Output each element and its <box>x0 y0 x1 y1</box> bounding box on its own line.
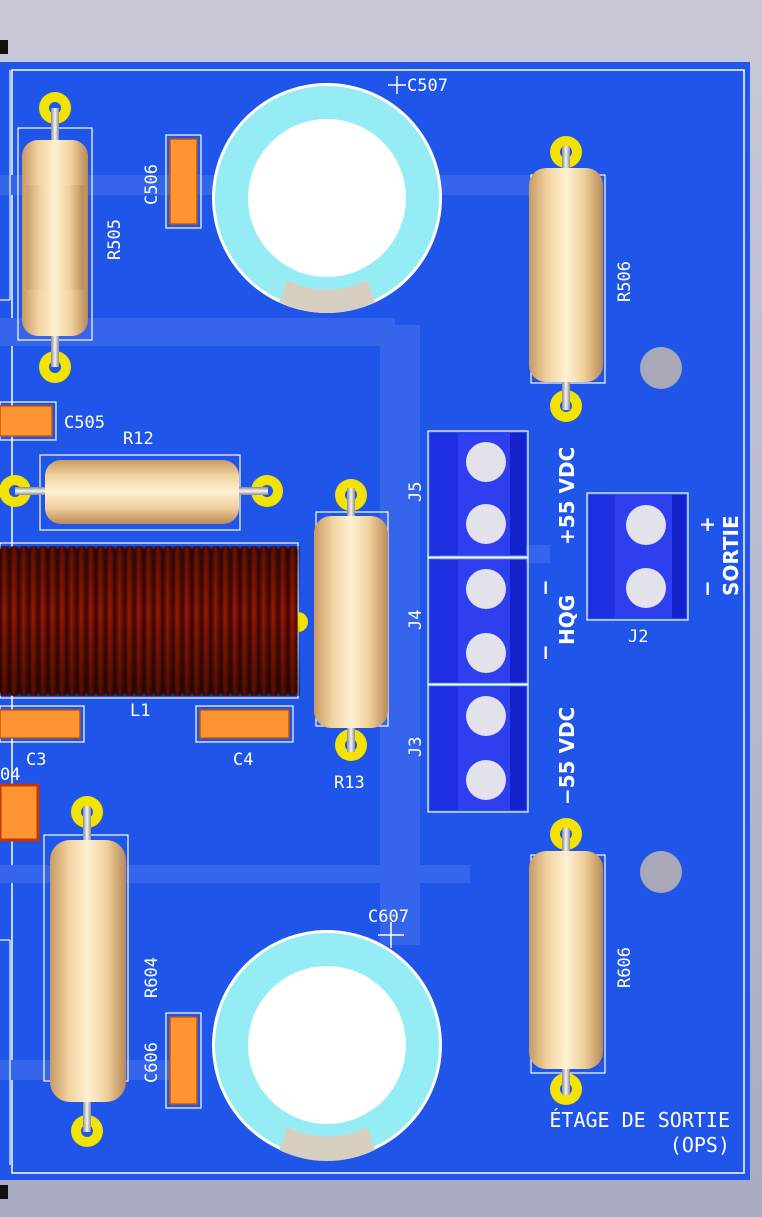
label-r506: R506 <box>615 261 635 302</box>
mounting-hole-bottom <box>640 851 682 893</box>
smd-capacitor-c506 <box>165 134 202 229</box>
terminal-block-j3 <box>427 684 529 813</box>
board-edge-mark-bottom <box>0 1185 8 1199</box>
resistor-r506 <box>529 136 606 422</box>
resistor-r13 <box>314 479 389 761</box>
label-j4: J4 <box>406 610 426 630</box>
capacitor-c607 <box>212 922 442 1162</box>
resistor-r606 <box>529 818 606 1105</box>
smd-capacitor-c4 <box>195 705 294 743</box>
board-edge-mark-top <box>0 40 8 54</box>
label-r12: R12 <box>123 429 154 449</box>
label-j3: J3 <box>406 737 426 757</box>
label-r604: R604 <box>142 957 162 998</box>
resistor-r604 <box>43 796 129 1147</box>
label-r13: R13 <box>334 773 365 793</box>
label-hqg-minus-top: − <box>533 579 557 596</box>
resistor-r12 <box>0 454 283 531</box>
board-title-line1: ÉTAGE DE SORTIE <box>549 1108 730 1132</box>
terminal-block-j4 <box>427 557 529 685</box>
label-minus-55-vdc: −55 VDC <box>555 707 579 805</box>
label-l1: L1 <box>130 701 150 721</box>
inductor-shading <box>0 546 300 696</box>
capacitor-c507 <box>212 76 442 314</box>
smd-capacitor-c505 <box>0 401 57 441</box>
label-c507: C507 <box>407 76 448 96</box>
label-c506: C506 <box>142 164 162 205</box>
label-c604-partial: 04 <box>0 765 20 785</box>
label-c505: C505 <box>64 413 105 433</box>
label-r606: R606 <box>615 947 635 988</box>
smd-capacitor-c3 <box>0 705 85 743</box>
left-edge-lines <box>0 70 11 1165</box>
label-c606: C606 <box>142 1042 162 1083</box>
label-c607: C607 <box>368 907 409 927</box>
smd-capacitor-c604-partial <box>0 783 40 842</box>
label-hqg: HQG <box>555 595 579 645</box>
label-c3: C3 <box>26 750 46 770</box>
smd-capacitor-c606 <box>165 1012 202 1109</box>
resistor-r505 <box>17 92 93 383</box>
label-sortie-plus: + <box>695 516 719 533</box>
board-title-line2: (OPS) <box>670 1133 730 1157</box>
label-j5: J5 <box>406 482 426 502</box>
terminal-block-j2 <box>586 492 689 621</box>
label-plus-55-vdc: +55 VDC <box>555 447 579 545</box>
inductor-l1 <box>0 542 308 699</box>
terminal-block-j5 <box>427 430 529 558</box>
label-c4: C4 <box>233 750 253 770</box>
label-j2: J2 <box>628 627 648 647</box>
label-sortie: SORTIE <box>719 515 743 596</box>
label-sortie-minus: − <box>695 580 719 597</box>
label-r505: R505 <box>105 219 125 260</box>
label-hqg-minus-bottom: − <box>533 644 557 661</box>
mounting-hole-top <box>640 347 682 389</box>
